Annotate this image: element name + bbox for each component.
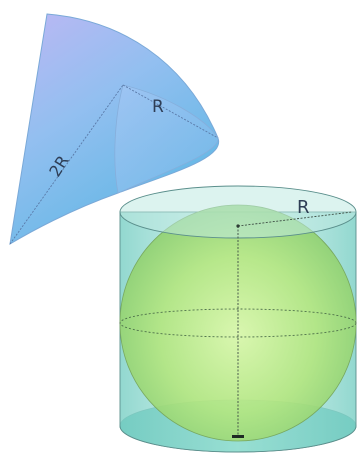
top-center-point <box>236 224 240 228</box>
cylinder-radius-line <box>237 211 353 227</box>
cone-radius-line <box>122 84 219 139</box>
cone-base-ellipse <box>114 84 219 194</box>
cylinder-radius-label: R <box>297 197 310 218</box>
cone-body <box>9 13 220 245</box>
cone: R 2R <box>9 13 220 245</box>
cone-slant-line <box>9 84 124 245</box>
cylinder: R <box>119 185 357 453</box>
inscribed-sphere <box>119 204 357 442</box>
bottom-center-mark <box>232 435 244 438</box>
sphere-equator-back <box>119 308 357 338</box>
cone-radius-label: R <box>152 97 164 117</box>
